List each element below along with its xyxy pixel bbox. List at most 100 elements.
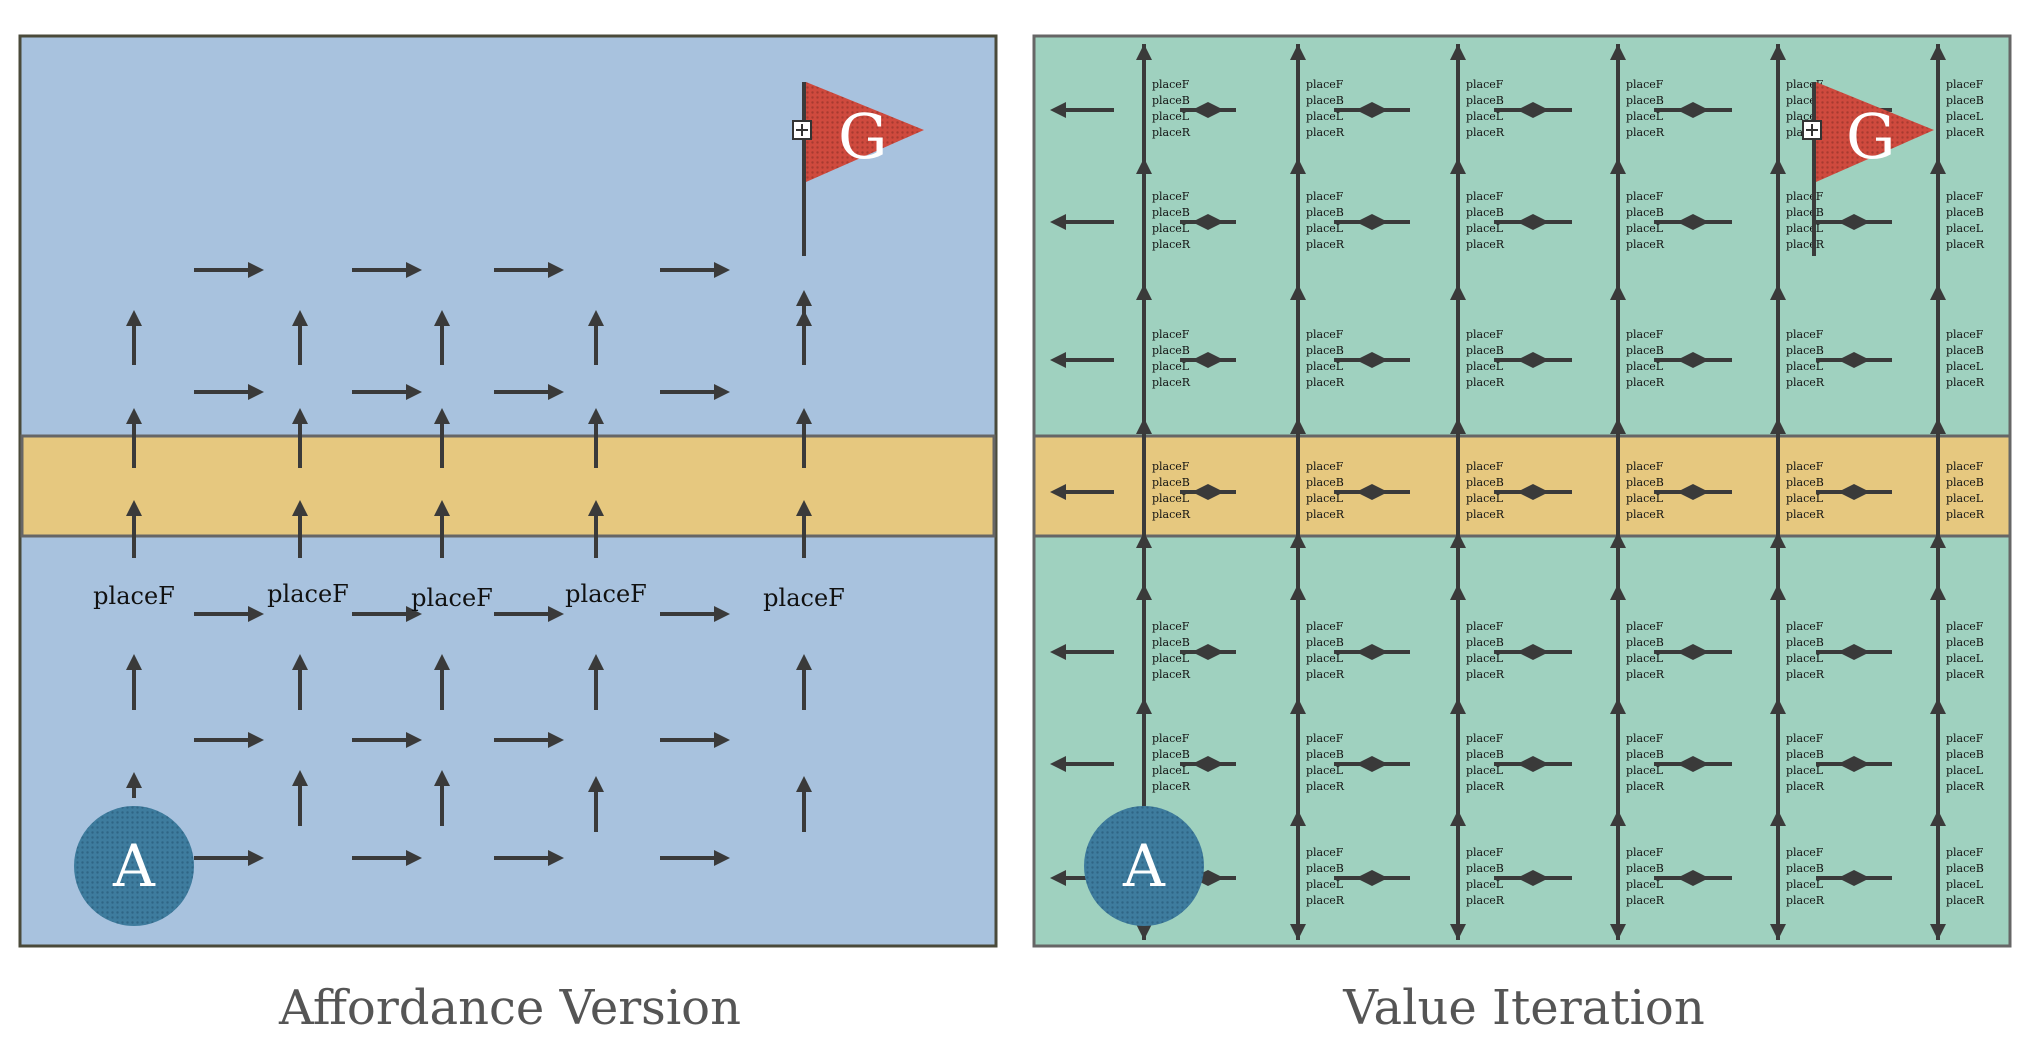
- arrow-icon: [126, 500, 142, 558]
- agent-circle-icon: [1084, 806, 1204, 926]
- cell-action-label: placeB: [1306, 636, 1344, 649]
- cell-action-label: placeL: [1946, 222, 1984, 235]
- cell-action-label: placeR: [1626, 668, 1665, 681]
- cell-action-label: placeF: [1466, 732, 1504, 745]
- cell-action-label: placeR: [1626, 126, 1665, 139]
- arrow-icon: [494, 262, 564, 278]
- cell-action-label: placeB: [1946, 344, 1984, 357]
- goal-flag-icon: [806, 82, 924, 182]
- arrow-icon: [292, 408, 308, 468]
- cell-action-label: placeL: [1946, 492, 1984, 505]
- cell-action-label: placeL: [1466, 222, 1504, 235]
- cell-action-label: placeF: [1946, 460, 1984, 473]
- cell-action-label: placeR: [1786, 780, 1825, 793]
- cell-action-label: placeB: [1152, 344, 1190, 357]
- arrow-icon: [1930, 284, 1946, 300]
- cell-action-label: placeL: [1152, 222, 1190, 235]
- arrow-icon: [1450, 44, 1466, 60]
- cell-action-label: placeB: [1466, 862, 1504, 875]
- cell-action-label: placeR: [1466, 508, 1505, 521]
- cell-action-label: placeB: [1466, 748, 1504, 761]
- cell-action-label: placeF: [1152, 190, 1190, 203]
- cell-action-label: placeB: [1786, 748, 1824, 761]
- affordance-river-band: [20, 434, 996, 538]
- arrow-icon: [1838, 870, 1870, 886]
- cell-action-label: placeR: [1306, 668, 1345, 681]
- cell-action-label: placeR: [1626, 376, 1665, 389]
- cell-action-label: placeF: [1306, 78, 1344, 91]
- cell-action-label: placeB: [1152, 94, 1190, 107]
- cell-action-label: placeL: [1306, 492, 1344, 505]
- cell-action-label: placeR: [1946, 508, 1985, 521]
- cell-action-label: placeL: [1786, 652, 1824, 665]
- cell-action-label: placeF: [1466, 328, 1504, 341]
- cell-action-label: placeR: [1626, 780, 1665, 793]
- arrow-icon: [494, 384, 564, 400]
- cell-action-label: placeR: [1152, 780, 1191, 793]
- value-iteration-panel: placeF placeB placeL placeR placeF placeB plac…: [1032, 34, 2012, 948]
- cell-action-label: placeL: [1946, 764, 1984, 777]
- cell-action-label: placeR: [1946, 238, 1985, 251]
- cell-action-label: placeB: [1626, 94, 1664, 107]
- arrow-icon: [1517, 870, 1549, 886]
- cell-action-label: placeF: [1626, 620, 1664, 633]
- arrow-icon: [1770, 810, 1786, 826]
- cell-action-label: placeB: [1626, 862, 1664, 875]
- arrow-icon: [1290, 44, 1306, 60]
- arrow-icon: [588, 654, 604, 710]
- arrow-icon: [588, 310, 604, 365]
- place-action-label: placeF: [565, 580, 647, 608]
- cell-action-label: placeR: [1306, 376, 1345, 389]
- cell-action-label: placeL: [1466, 878, 1504, 891]
- cell-action-label: placeL: [1152, 492, 1190, 505]
- cell-action-label: placeL: [1946, 652, 1984, 665]
- arrow-icon: [1136, 418, 1152, 434]
- cell-action-label: placeF: [1786, 732, 1824, 745]
- arrow-icon: [194, 732, 264, 748]
- cell-action-label: placeF: [1152, 460, 1190, 473]
- cell-action-label: placeL: [1152, 360, 1190, 373]
- arrow-icon: [1192, 644, 1224, 660]
- arrow-icon: [1770, 158, 1786, 174]
- cell-action-label: placeB: [1946, 94, 1984, 107]
- arrow-icon: [1290, 158, 1306, 174]
- cell-action-label: placeR: [1786, 668, 1825, 681]
- cell-action-label: placeB: [1306, 476, 1344, 489]
- arrow-icon: [194, 384, 264, 400]
- arrow-icon: [796, 654, 812, 710]
- arrow-icon: [660, 262, 730, 278]
- cell-action-label: placeR: [1466, 376, 1505, 389]
- cell-action-label: placeB: [1946, 206, 1984, 219]
- cell-action-label: placeL: [1466, 652, 1504, 665]
- arrow-icon: [1838, 756, 1870, 772]
- arrow-icon: [796, 776, 812, 832]
- arrow-icon: [660, 850, 730, 866]
- arrow-icon: [1838, 644, 1870, 660]
- cell-action-label: placeF: [1152, 620, 1190, 633]
- arrow-icon: [588, 408, 604, 468]
- cell-action-label: placeF: [1786, 620, 1824, 633]
- cell-action-label: placeL: [1152, 110, 1190, 123]
- arrow-icon: [1838, 484, 1870, 500]
- arrow-icon: [1450, 284, 1466, 300]
- cell-action-label: placeF: [1946, 190, 1984, 203]
- cell-action-label: placeF: [1786, 846, 1824, 859]
- cell-action-label: placeB: [1786, 636, 1824, 649]
- cell-action-label: placeL: [1306, 652, 1344, 665]
- place-action-label: placeF: [267, 580, 349, 608]
- arrow-icon: [1677, 214, 1709, 230]
- arrow-icon: [1770, 698, 1786, 714]
- value-iteration-agent-label: A: [1122, 832, 1166, 900]
- arrow-icon: [660, 606, 730, 622]
- arrow-icon: [1517, 644, 1549, 660]
- cell-action-label: placeR: [1152, 668, 1191, 681]
- cell-action-label: placeR: [1786, 894, 1825, 907]
- arrow-icon: [796, 290, 812, 346]
- cell-action-label: placeL: [1786, 764, 1824, 777]
- arrow-icon: [1192, 102, 1224, 118]
- arrow-icon: [1770, 44, 1786, 60]
- arrow-icon: [1356, 352, 1388, 368]
- cell-action-label: placeF: [1626, 328, 1664, 341]
- arrow-icon: [1290, 584, 1306, 600]
